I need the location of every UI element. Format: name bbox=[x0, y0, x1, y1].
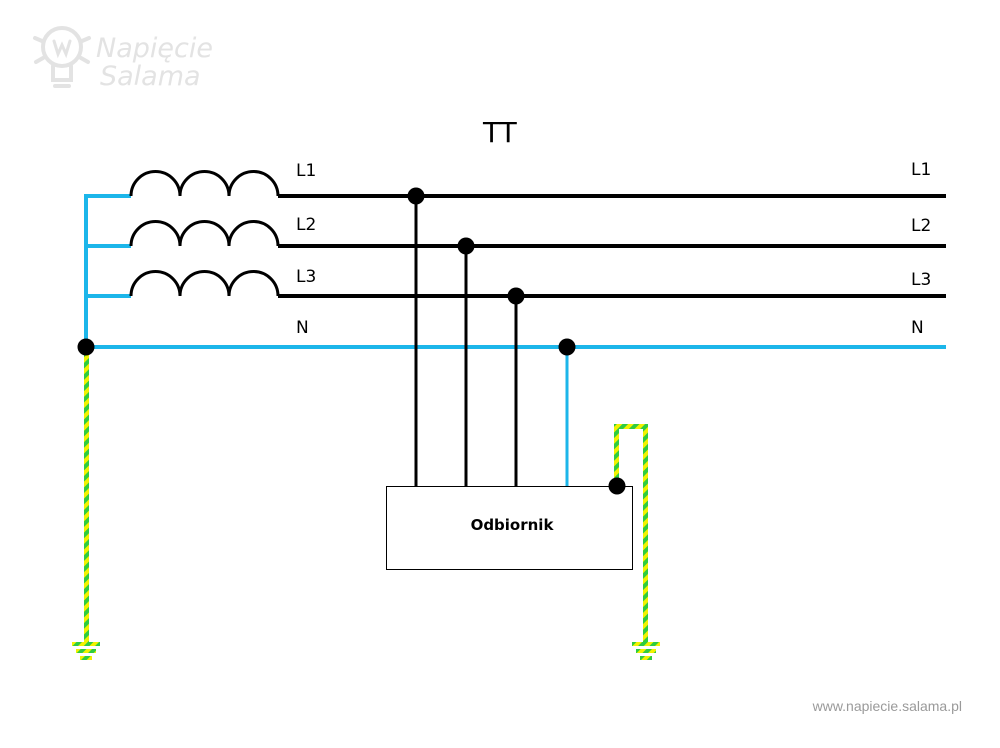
label-left-n: N bbox=[296, 318, 309, 338]
junction-n-source bbox=[77, 338, 95, 356]
load-feeders bbox=[414, 196, 569, 486]
junctions bbox=[77, 187, 626, 495]
junction-n-load bbox=[558, 338, 576, 356]
label-right-l2: L2 bbox=[911, 216, 931, 236]
label-left-l2: L2 bbox=[296, 215, 316, 235]
winding-l1 bbox=[129, 170, 280, 197]
source-earthing bbox=[72, 347, 100, 660]
label-right-l1: L1 bbox=[911, 160, 931, 180]
junction-l3 bbox=[507, 287, 525, 305]
junction-l2 bbox=[457, 237, 475, 255]
label-right-l3: L3 bbox=[911, 270, 931, 290]
logo-line1: Napięcie bbox=[96, 33, 213, 64]
logo-line2: Salama bbox=[100, 61, 201, 92]
labels-right: L1 L2 L3 N bbox=[911, 160, 931, 338]
load-earthing bbox=[614, 424, 660, 660]
ground-symbol-right bbox=[632, 642, 660, 660]
label-left-l1: L1 bbox=[296, 161, 316, 181]
junction-l1 bbox=[407, 187, 425, 205]
website-link[interactable]: www.napiecie.salama.pl bbox=[812, 698, 962, 714]
phase-conductors bbox=[278, 194, 946, 298]
label-left-l3: L3 bbox=[296, 267, 316, 287]
winding-l3 bbox=[129, 270, 280, 297]
load-box: Odbiornik bbox=[386, 486, 633, 570]
lightbulb-w-icon bbox=[33, 26, 91, 88]
winding-l2 bbox=[129, 220, 280, 247]
neutral-source-bus bbox=[84, 194, 131, 347]
logo: Napięcie Salama bbox=[33, 26, 213, 92]
diagram-title: TT bbox=[482, 116, 518, 149]
load-label: Odbiornik bbox=[471, 516, 555, 534]
junction-pe-load bbox=[608, 477, 626, 495]
transformer-windings bbox=[129, 170, 280, 297]
labels-left: L1 L2 L3 N bbox=[296, 161, 316, 338]
ground-symbol-left bbox=[72, 642, 100, 660]
label-right-n: N bbox=[911, 318, 924, 338]
